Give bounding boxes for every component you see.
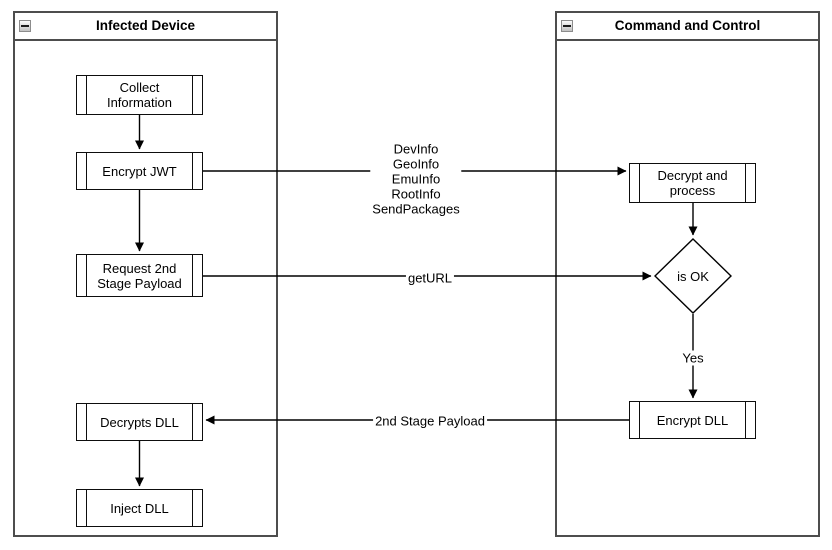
minus-icon xyxy=(21,25,29,27)
node-label: Decrypt and process xyxy=(657,168,728,198)
node-label: Encrypt DLL xyxy=(656,412,729,428)
node-label: Request 2nd Stage Payload xyxy=(97,260,182,291)
collapse-button-infected-device[interactable] xyxy=(19,20,31,32)
node-request-2nd-stage-payload: Request 2nd Stage Payload xyxy=(76,254,203,297)
infected-device-header: Infected Device xyxy=(15,13,276,41)
edge-label-send-info: DevInfo GeoInfo EmuInfo RootInfo SendPac… xyxy=(370,141,462,217)
infected-device-title: Infected Device xyxy=(95,18,196,33)
node-label: Encrypt JWT xyxy=(102,163,177,179)
edge-label-geturl: getURL xyxy=(405,270,455,286)
node-decrypts-dll: Decrypts DLL xyxy=(76,403,203,441)
command-and-control-title: Command and Control xyxy=(614,18,761,33)
diamond-shape xyxy=(654,238,732,314)
command-and-control-header: Command and Control xyxy=(557,13,818,41)
node-encrypt-dll: Encrypt DLL xyxy=(629,401,756,439)
edge-label-yes: Yes xyxy=(680,350,706,366)
node-collect-information: Collect Information xyxy=(76,75,203,115)
node-label: Inject DLL xyxy=(110,500,169,516)
minus-icon xyxy=(563,25,571,27)
node-label: Decrypts DLL xyxy=(100,414,179,430)
collapse-button-command-and-control[interactable] xyxy=(561,20,573,32)
node-encrypt-jwt: Encrypt JWT xyxy=(76,152,203,190)
node-label: Collect Information xyxy=(106,80,173,110)
edge-label-2nd-stage-payload: 2nd Stage Payload xyxy=(373,413,487,429)
node-inject-dll: Inject DLL xyxy=(76,489,203,527)
node-is-ok-decision: is OK xyxy=(654,238,732,314)
node-decrypt-and-process: Decrypt and process xyxy=(629,163,756,203)
container-command-and-control: Command and Control xyxy=(555,11,820,537)
node-label: is OK xyxy=(677,268,709,284)
